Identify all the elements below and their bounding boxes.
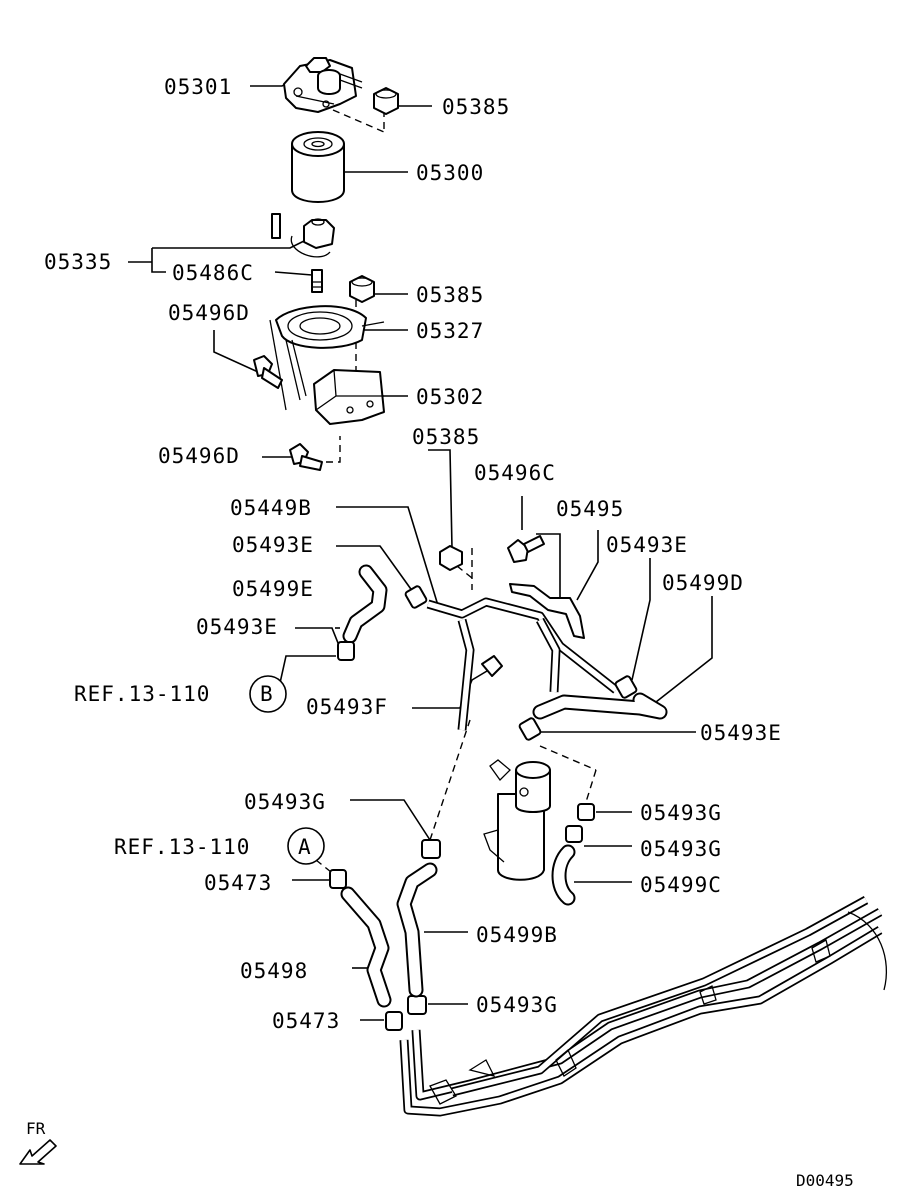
part-label-05493g: 05493G: [476, 993, 558, 1017]
fuel-line-bundle: [399, 896, 888, 1117]
part-number-labels: 05301 05385 05300 05335 05486C 05385 054…: [44, 75, 782, 1033]
hose: [342, 564, 388, 644]
part-label-05496d: 05496D: [158, 444, 240, 468]
part-label-05499d: 05499D: [662, 571, 744, 595]
fuel-filter-head: [283, 57, 363, 113]
nut: [349, 275, 375, 303]
hose: [532, 692, 668, 720]
front-label: FR: [26, 1119, 46, 1138]
ref-label-13-110: REF.13-110: [74, 682, 210, 706]
hose: [340, 886, 392, 1008]
sedimenter: [483, 759, 551, 881]
nut: [439, 545, 463, 571]
part-label-05498: 05498: [240, 959, 308, 983]
hose-clamp: [329, 839, 441, 1031]
part-label-05300: 05300: [416, 161, 484, 185]
part-label-05499b: 05499B: [476, 923, 558, 947]
ref-marker-b: B: [249, 675, 287, 713]
part-label-05473: 05473: [272, 1009, 340, 1033]
part-label-05385: 05385: [412, 425, 480, 449]
ref-label-13-110: REF.13-110: [114, 835, 250, 859]
part-label-05473: 05473: [204, 871, 272, 895]
part-label-05335: 05335: [44, 250, 112, 274]
pipe-clamp: [509, 583, 585, 639]
part-label-05493g: 05493G: [640, 801, 722, 825]
bolt: [507, 535, 545, 563]
part-label-05499c: 05499C: [640, 873, 722, 897]
part-label-05385: 05385: [442, 95, 510, 119]
bolt: [289, 443, 323, 471]
part-label-05496c: 05496C: [474, 461, 556, 485]
hose: [551, 844, 576, 906]
connector: [481, 655, 503, 677]
hose: [396, 862, 438, 998]
part-label-05493g: 05493G: [244, 790, 326, 814]
bolt: [253, 355, 283, 389]
fuel-pipe-assembly: [426, 597, 619, 731]
water-sensor: [271, 213, 335, 258]
ref-letter-a: A: [298, 835, 312, 859]
part-label-05493g: 05493G: [640, 837, 722, 861]
part-label-05493e: 05493E: [606, 533, 688, 557]
filter-bracket: [313, 369, 385, 425]
part-label-05493f: 05493F: [306, 695, 388, 719]
ref-letter-b: B: [260, 682, 274, 706]
front-arrow-icon: [19, 1139, 57, 1165]
mounting-bracket: [269, 305, 385, 411]
part-label-05486c: 05486C: [172, 261, 254, 285]
part-label-05327: 05327: [416, 319, 484, 343]
part-label-05495: 05495: [556, 497, 624, 521]
part-label-05302: 05302: [416, 385, 484, 409]
hose-clamp: [565, 803, 595, 843]
part-label-05385: 05385: [416, 283, 484, 307]
part-label-05493e: 05493E: [700, 721, 782, 745]
nut: [373, 87, 399, 115]
part-label-05449b: 05449B: [230, 496, 312, 520]
part-label-05499e: 05499E: [232, 577, 314, 601]
part-label-05301: 05301: [164, 75, 232, 99]
diagram-code: D00495: [796, 1171, 854, 1187]
ref-marker-a: A: [287, 827, 325, 865]
part-label-05493e: 05493E: [232, 533, 314, 557]
front-direction-marker: FR: [19, 1119, 57, 1165]
part-label-05493e: 05493E: [196, 615, 278, 639]
fuel-filter-element: [291, 131, 345, 203]
part-label-05496d: 05496D: [168, 301, 250, 325]
hose-clamp: [337, 585, 638, 741]
drain-plug: [311, 269, 323, 293]
